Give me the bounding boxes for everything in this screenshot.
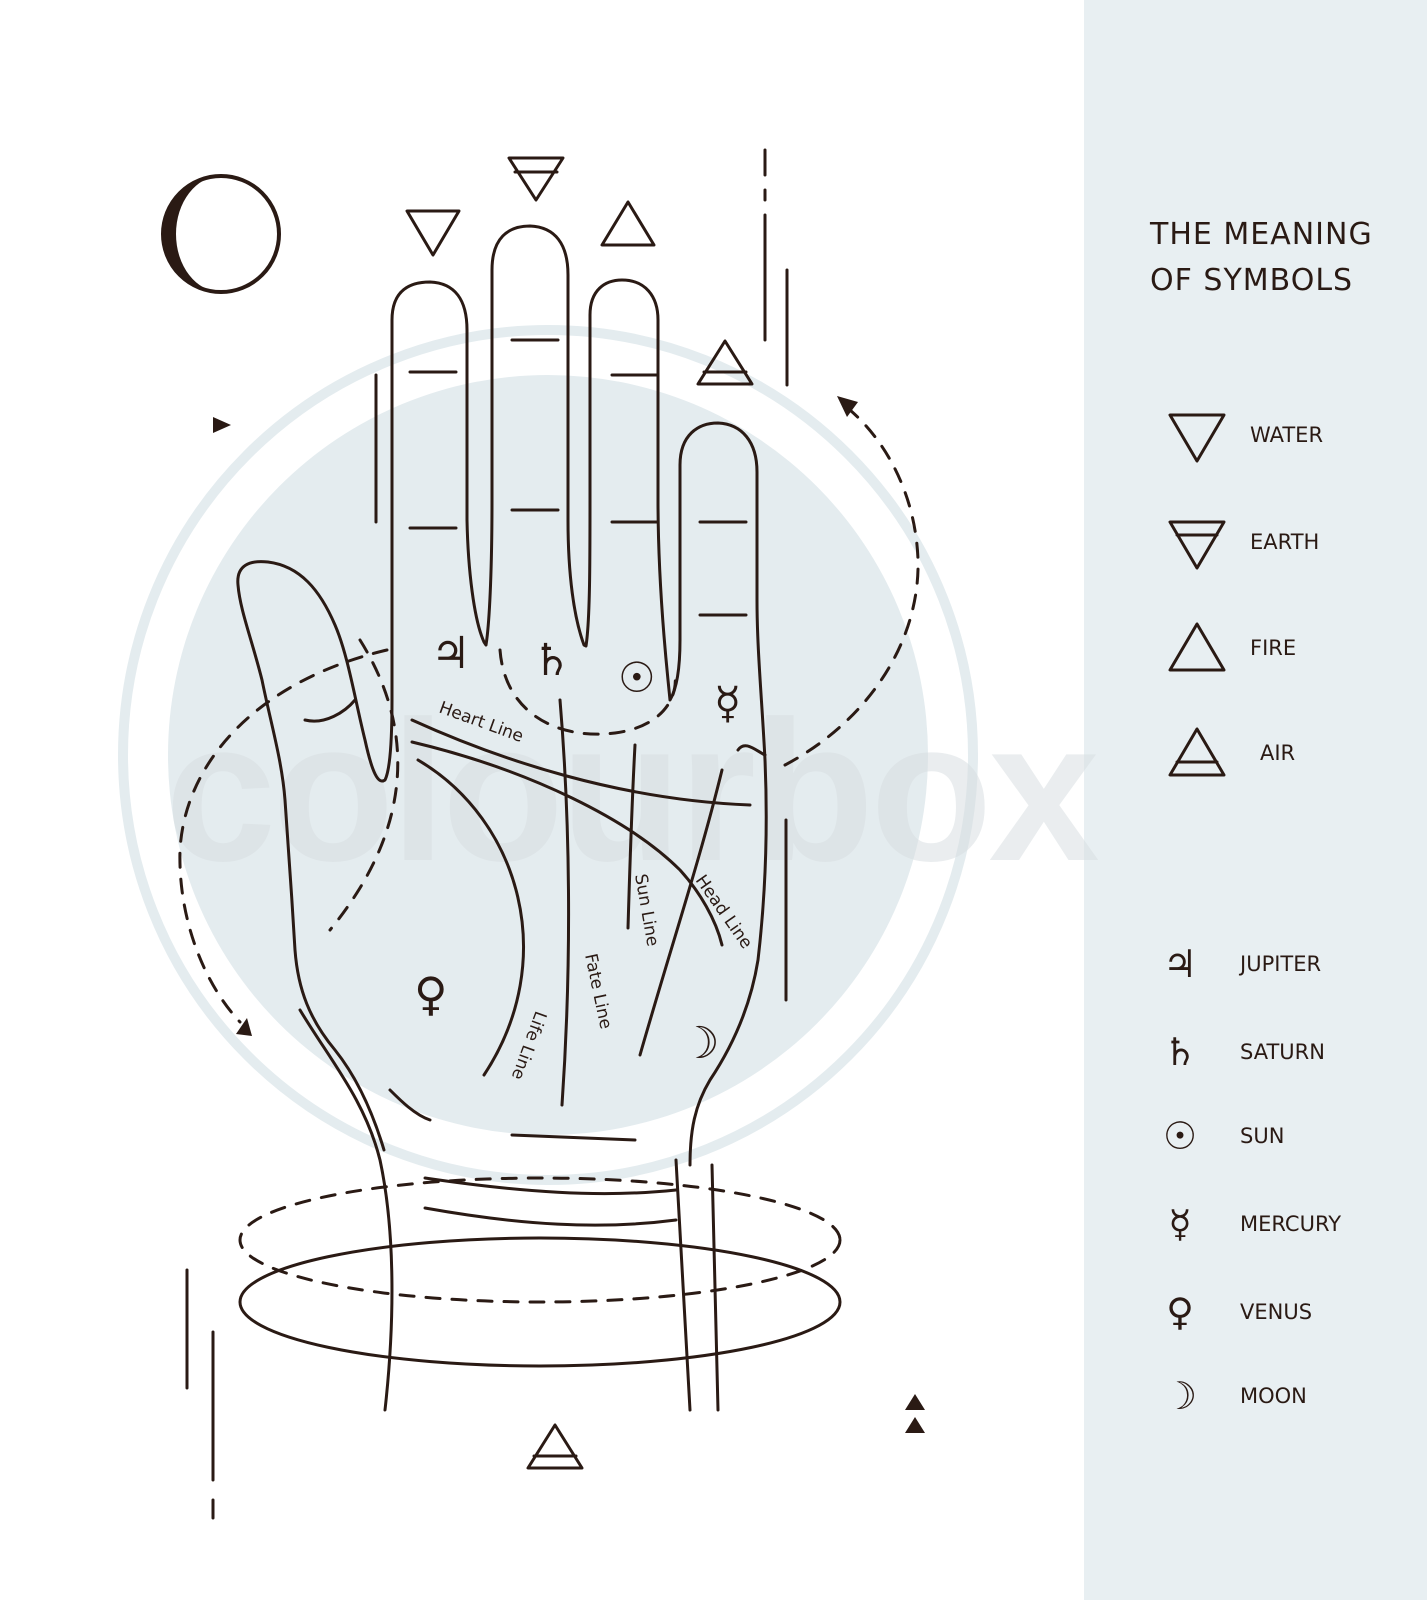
apollo-line — [638, 768, 724, 1057]
legend-label-sun: SUN — [1240, 1124, 1285, 1148]
saturn-mount-icon: ♄ — [532, 635, 571, 686]
earth-triangle-icon — [507, 156, 565, 202]
legend-item-venus: ♀ VENUS — [1150, 1282, 1400, 1342]
jupiter-mount-icon: ♃ — [431, 628, 470, 679]
head-line — [410, 740, 724, 947]
sun-line — [626, 743, 637, 930]
hand-outline — [236, 224, 768, 1412]
legend-label-water: WATER — [1250, 423, 1324, 447]
legend-item-jupiter: ♃ JUPITER — [1150, 934, 1400, 994]
mercury-icon: ☿ — [1168, 1202, 1192, 1246]
air-triangle-bottom-icon — [526, 1423, 584, 1470]
legend-item-air: AIR — [1160, 723, 1410, 783]
fire-triangle-icon — [1168, 622, 1226, 672]
water-triangle-icon — [405, 209, 461, 257]
legend-label-venus: VENUS — [1240, 1300, 1313, 1324]
life-line — [416, 758, 525, 1077]
sun-mount-icon: ☉ — [618, 653, 656, 702]
legend-label-moon: MOON — [1240, 1384, 1307, 1408]
earth-triangle-icon — [1168, 520, 1226, 570]
venus-icon: ♀ — [1166, 1290, 1194, 1334]
fire-triangle-icon — [600, 200, 656, 247]
legend-label-earth: EARTH — [1250, 530, 1320, 554]
small-arrow-right-icon — [213, 417, 231, 433]
legend-label-air: AIR — [1260, 741, 1296, 765]
mercury-mount-icon: ☿ — [714, 678, 741, 729]
sun-icon: ☉ — [1162, 1114, 1198, 1158]
legend-item-earth: EARTH — [1160, 512, 1410, 572]
legend-item-saturn: ♄ SATURN — [1150, 1022, 1400, 1082]
legend-panel — [1084, 0, 1427, 1600]
crescent-moon-icon — [161, 174, 281, 294]
decorative-lines — [185, 148, 789, 1520]
palm-lines — [410, 698, 752, 1107]
wrist-rings — [238, 1176, 842, 1368]
moon-mount-icon: ☽ — [680, 1018, 719, 1069]
orbit-arrows — [178, 396, 920, 1036]
water-triangle-icon — [1168, 413, 1226, 463]
legend-label-fire: FIRE — [1250, 636, 1297, 660]
legend-item-moon: ☽ MOON — [1150, 1366, 1400, 1426]
legend-title: THE MEANING OF SYMBOLS — [1150, 212, 1410, 304]
legend-item-water: WATER — [1160, 405, 1410, 465]
background-halo — [118, 325, 978, 1185]
legend-item-fire: FIRE — [1160, 618, 1410, 678]
fate-line — [558, 698, 571, 1107]
legend-label-saturn: SATURN — [1240, 1040, 1325, 1064]
venus-mount-icon: ♀ — [414, 967, 448, 1021]
legend-item-sun: ☉ SUN — [1150, 1106, 1400, 1166]
moon-icon: ☽ — [1162, 1374, 1198, 1418]
saturn-icon: ♄ — [1162, 1030, 1198, 1074]
jupiter-icon: ♃ — [1162, 942, 1198, 986]
legend-label-jupiter: JUPITER — [1240, 952, 1322, 976]
air-triangle-icon — [1168, 727, 1226, 777]
legend-item-mercury: ☿ MERCURY — [1150, 1194, 1400, 1254]
legend-title-line2: OF SYMBOLS — [1150, 263, 1354, 298]
legend-label-mercury: MERCURY — [1240, 1212, 1342, 1236]
small-triangles-icon — [905, 1394, 925, 1433]
legend-title-line1: THE MEANING — [1150, 217, 1373, 252]
air-triangle-icon — [696, 339, 754, 386]
